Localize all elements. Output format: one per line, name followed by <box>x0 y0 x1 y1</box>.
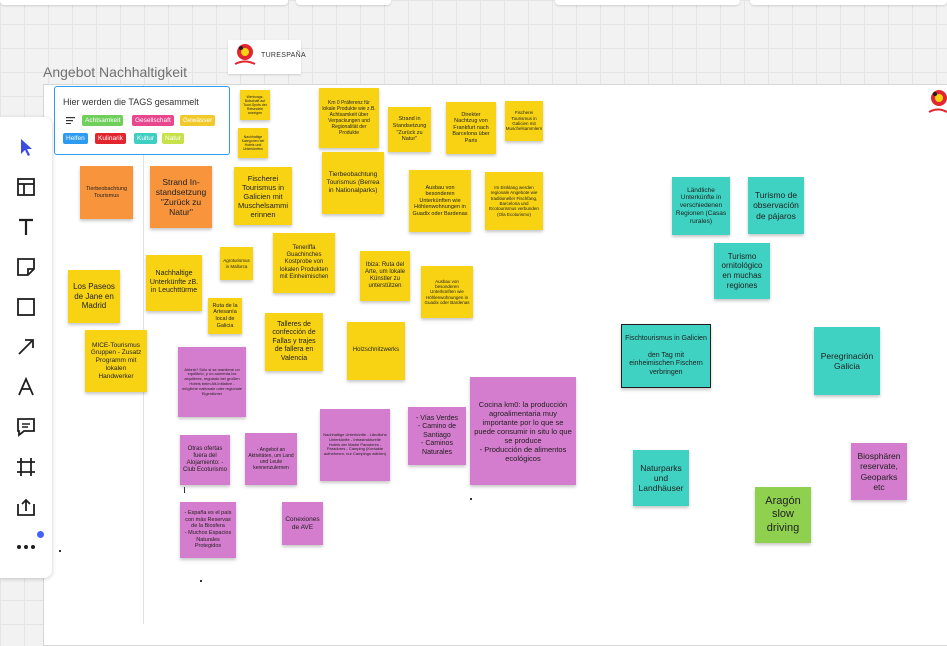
frame-icon <box>17 458 35 476</box>
sticky-note[interactable]: Direkter Nachtzug von Frankfurt nach Bar… <box>446 102 496 154</box>
more-tools-button[interactable] <box>12 533 40 561</box>
sticky-note[interactable]: Nachhaltige Unterkünfte zB. in Leuchttür… <box>146 255 202 311</box>
top-bar-left <box>0 0 288 5</box>
sticky-note[interactable]: MICE-Tourismus Gruppen - Zusatz Programm… <box>85 330 147 392</box>
more-dots-icon <box>17 545 35 549</box>
sticky-note[interactable]: Nachhaltige Unterkünfte - Ländliche Unte… <box>320 409 390 481</box>
top-bar-share <box>750 0 947 5</box>
sticky-note[interactable]: Cocina km0: la producción agroalimentari… <box>470 377 576 485</box>
sticky-note[interactable]: Strand in Standsetzung "Zurück zu Natur" <box>388 107 431 152</box>
sticky-note[interactable]: Nachhaltige Kategorien bei Hotels und Un… <box>238 128 268 158</box>
cursor-icon <box>21 139 32 156</box>
sticky-note[interactable]: Ausbau von besonderen Unterkünften wie H… <box>421 266 473 318</box>
tag-chip[interactable]: Natur <box>162 133 184 144</box>
frame-tool[interactable] <box>12 453 40 481</box>
sticky-note[interactable]: Ländliche Unterkünfte in verschiedenen R… <box>672 177 730 235</box>
sticky-note-icon <box>17 258 35 276</box>
text-tool[interactable] <box>12 213 40 241</box>
sticky-note[interactable]: Fischerei Tourismus in Galicien mit Musc… <box>505 101 543 141</box>
comment-tool[interactable] <box>12 413 40 441</box>
pen-tool[interactable] <box>12 373 40 401</box>
sticky-note[interactable]: Strand In-standsetzung "Zurück zu Natur" <box>150 166 212 228</box>
logo-wordmark: TURESPAÑA <box>261 52 306 59</box>
tag-chip[interactable]: Kultur <box>134 133 157 144</box>
arrow-icon <box>18 339 34 355</box>
tag-chip[interactable]: Helfen <box>63 133 88 144</box>
sticky-note[interactable]: Biosphären reservate, Geoparks etc <box>851 443 907 500</box>
frame-title[interactable]: Angebot Nachhaltigkeit <box>43 64 187 80</box>
upload-icon <box>17 498 35 516</box>
board-speck <box>200 580 202 582</box>
sticky-note[interactable]: Naturparks und Landhäuser <box>633 450 689 506</box>
sticky-note[interactable]: Tierbeobachtung Tourismus (Berrea in Nat… <box>322 152 384 214</box>
layout-icon <box>17 178 35 196</box>
tag-chip[interactable]: Gewässer <box>180 115 216 126</box>
connector-tool[interactable] <box>12 333 40 361</box>
sticky-note[interactable]: Teneriffa Guachinches Kostprobe von loka… <box>273 233 335 293</box>
sticky-note[interactable]: Agroturismus in Mallorca <box>220 247 253 280</box>
sticky-note[interactable]: Talleres de confección de Fallas y traje… <box>265 313 323 371</box>
top-bar-collab <box>555 0 740 5</box>
turespana-logo-card[interactable]: TURESPAÑA <box>228 40 306 74</box>
sticky-note[interactable]: Turismo ornitológico en muchas regiones <box>714 243 770 299</box>
tag-collection-card[interactable]: Hier werden die TAGS gesammelt Achtsamke… <box>54 86 230 155</box>
tag-chip[interactable]: Achtsamkeit <box>82 115 124 126</box>
tag-chip[interactable]: Gesellschaft <box>132 115 174 126</box>
left-toolbar <box>0 117 52 578</box>
sticky-note[interactable]: Im Einklang werden regionale Angebote wi… <box>485 172 543 230</box>
sticky-note[interactable]: - España es el país con más Reservas de … <box>180 502 236 558</box>
sticky-note[interactable]: Los Paseos de Jane en Madrid <box>68 270 120 323</box>
sticky-note[interactable]: Conexiones de AVE <box>282 502 323 545</box>
sticky-note[interactable]: Turismo de observación de pájaros <box>748 177 804 234</box>
top-bar-board <box>296 0 391 5</box>
sticky-note-selected[interactable]: Fischtourismus in Galicien den Tag mit e… <box>621 324 711 388</box>
sticky-note[interactable]: Ibiza: Ruta del Arte, um lokale Künstler… <box>360 251 410 301</box>
sticky-note[interactable]: Peregrinación Galicia <box>814 327 880 395</box>
sticky-note[interactable]: Ruta de la Artesanía local de Galicia <box>208 298 242 334</box>
sticky-note[interactable]: Werbungs- Botschaft auf Touri-Spots der … <box>240 90 270 120</box>
sticky-note[interactable]: Holzschnitzwerks <box>347 322 405 380</box>
turespana-logo-icon-right[interactable] <box>927 88 947 118</box>
board-speck <box>470 498 472 500</box>
templates-tool[interactable] <box>12 173 40 201</box>
board-speck <box>59 550 61 552</box>
sticky-note[interactable]: - Vías Verdes - Camino de Santiago - Cam… <box>408 407 466 465</box>
tag-panel-title: Hier werden die TAGS gesammelt <box>63 97 199 107</box>
sticky-note[interactable]: Tierbeobachtung Tourismus <box>80 166 133 219</box>
sticky-note[interactable]: Fischerei Tourismus in Galicien mit Musc… <box>234 167 292 225</box>
shape-tool[interactable] <box>12 293 40 321</box>
sticky-note[interactable]: Ausbau von besonderen Unterkünften wie H… <box>409 170 471 232</box>
text-cursor <box>184 487 185 493</box>
sticky-note[interactable]: Otras ofertas fuera del Alojamiento: - C… <box>180 435 230 485</box>
sticky-note[interactable]: Km 0 Präferenz für lokale Produkte wie z… <box>319 88 379 148</box>
sticky-note-tool[interactable] <box>12 253 40 281</box>
turespana-logo-icon <box>234 44 256 65</box>
tag-chip[interactable]: Kulinarik <box>95 133 126 144</box>
select-tool[interactable] <box>12 133 40 161</box>
sticky-note[interactable]: Airbnb? Sólo si se mantiene un equilibri… <box>178 347 246 417</box>
square-icon <box>17 298 35 316</box>
text-lines-icon <box>66 117 75 124</box>
sticky-note[interactable]: Aragón slow driving <box>755 487 811 543</box>
pen-icon <box>18 376 34 396</box>
comment-icon <box>17 418 35 437</box>
notification-dot <box>37 531 44 538</box>
sticky-note[interactable]: - Angebot an Aktivitäten, um Land und Le… <box>245 433 297 485</box>
text-icon <box>19 218 33 235</box>
upload-tool[interactable] <box>12 493 40 521</box>
